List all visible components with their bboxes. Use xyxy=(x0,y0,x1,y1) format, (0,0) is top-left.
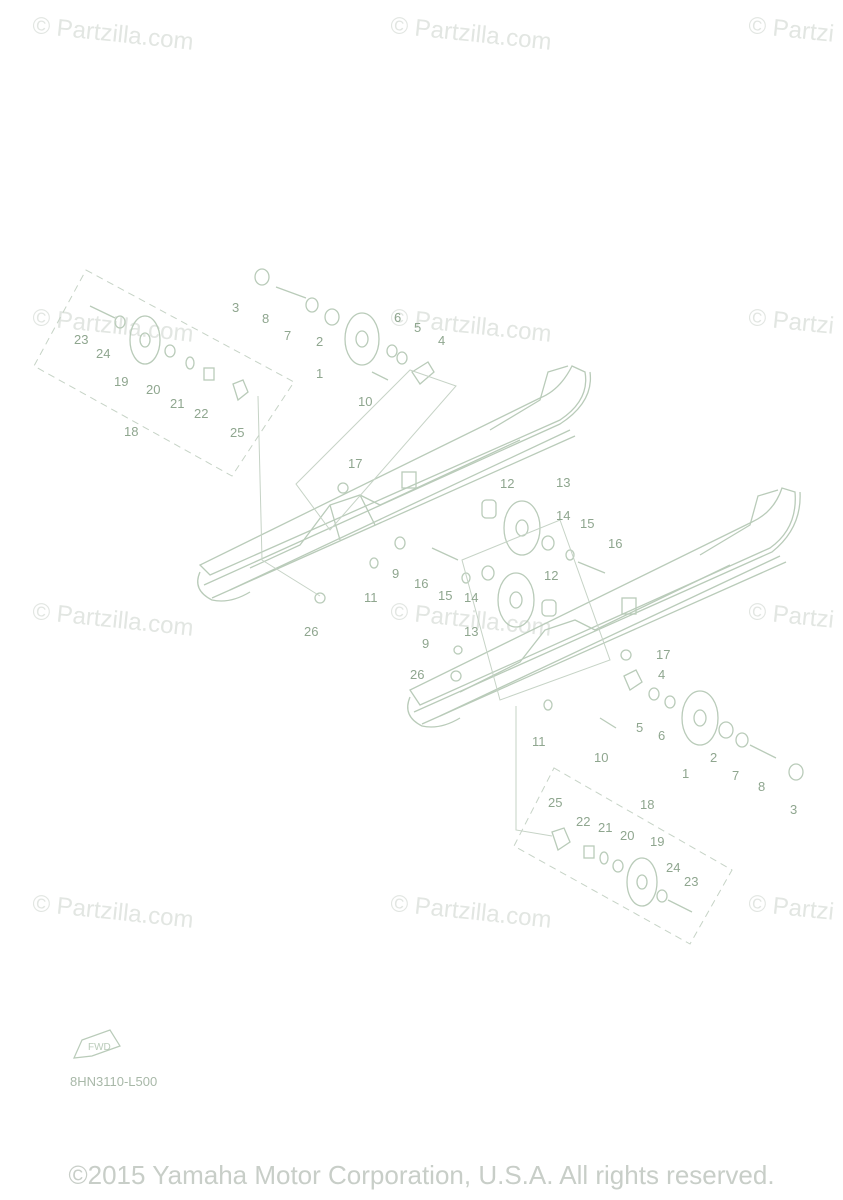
leader-lines xyxy=(33,269,733,945)
callout-5: 5 xyxy=(636,720,643,735)
ski-left xyxy=(197,365,592,602)
callout-23: 23 xyxy=(684,874,698,889)
callout-22: 22 xyxy=(194,406,208,421)
callout-11: 11 xyxy=(364,590,378,605)
callout-6: 6 xyxy=(658,728,665,743)
callout-14: 14 xyxy=(556,508,570,523)
callout-26: 26 xyxy=(304,624,318,639)
callout-13: 13 xyxy=(464,624,478,639)
callout-2: 2 xyxy=(710,750,717,765)
callout-23: 23 xyxy=(74,332,88,347)
callout-4: 4 xyxy=(438,333,445,348)
callout-25: 25 xyxy=(230,425,244,440)
callout-3: 3 xyxy=(232,300,239,315)
callout-1: 1 xyxy=(682,766,689,781)
callout-5: 5 xyxy=(414,320,421,335)
ski-right xyxy=(407,487,801,728)
callout-7: 7 xyxy=(284,328,291,343)
callout-25: 25 xyxy=(548,795,562,810)
callouts: 1 2 3 4 5 6 7 8 9 10 11 12 13 14 15 16 1… xyxy=(74,300,797,889)
copyright-notice: ©2015 Yamaha Motor Corporation, U.S.A. A… xyxy=(68,1160,775,1190)
callout-9: 9 xyxy=(392,566,399,581)
callout-18: 18 xyxy=(640,797,654,812)
callout-20: 20 xyxy=(620,828,634,843)
callout-4: 4 xyxy=(658,667,665,682)
parts-lower xyxy=(450,645,804,913)
callout-12: 12 xyxy=(500,476,514,491)
fwd-arrow-icon: FWD xyxy=(73,1029,121,1059)
callout-15: 15 xyxy=(580,516,594,531)
callout-17: 17 xyxy=(656,647,670,662)
callout-19: 19 xyxy=(650,834,664,849)
callout-9: 9 xyxy=(422,636,429,651)
callout-24: 24 xyxy=(96,346,110,361)
fwd-label: FWD xyxy=(88,1042,111,1053)
callout-2: 2 xyxy=(316,334,323,349)
callout-17: 17 xyxy=(348,456,362,471)
callout-8: 8 xyxy=(758,779,765,794)
callout-7: 7 xyxy=(732,768,739,783)
callout-1: 1 xyxy=(316,366,323,381)
callout-16: 16 xyxy=(414,576,428,591)
callout-13: 13 xyxy=(556,475,570,490)
callout-3: 3 xyxy=(790,802,797,817)
callout-22: 22 xyxy=(576,814,590,829)
callout-14: 14 xyxy=(464,590,478,605)
parts-upper xyxy=(89,268,606,628)
callout-10: 10 xyxy=(358,394,372,409)
callout-6: 6 xyxy=(394,310,401,325)
callout-21: 21 xyxy=(170,396,184,411)
callout-26: 26 xyxy=(410,667,424,682)
callout-20: 20 xyxy=(146,382,160,397)
callout-24: 24 xyxy=(666,860,680,875)
callout-10: 10 xyxy=(594,750,608,765)
diagram-code: 8HN3110-L500 xyxy=(70,1074,158,1089)
callout-21: 21 xyxy=(598,820,612,835)
callout-8: 8 xyxy=(262,311,269,326)
callout-16: 16 xyxy=(608,536,622,551)
callout-15: 15 xyxy=(438,588,452,603)
callout-12: 12 xyxy=(544,568,558,583)
callout-19: 19 xyxy=(114,374,128,389)
callout-18: 18 xyxy=(124,424,138,439)
callout-11: 11 xyxy=(532,734,546,749)
